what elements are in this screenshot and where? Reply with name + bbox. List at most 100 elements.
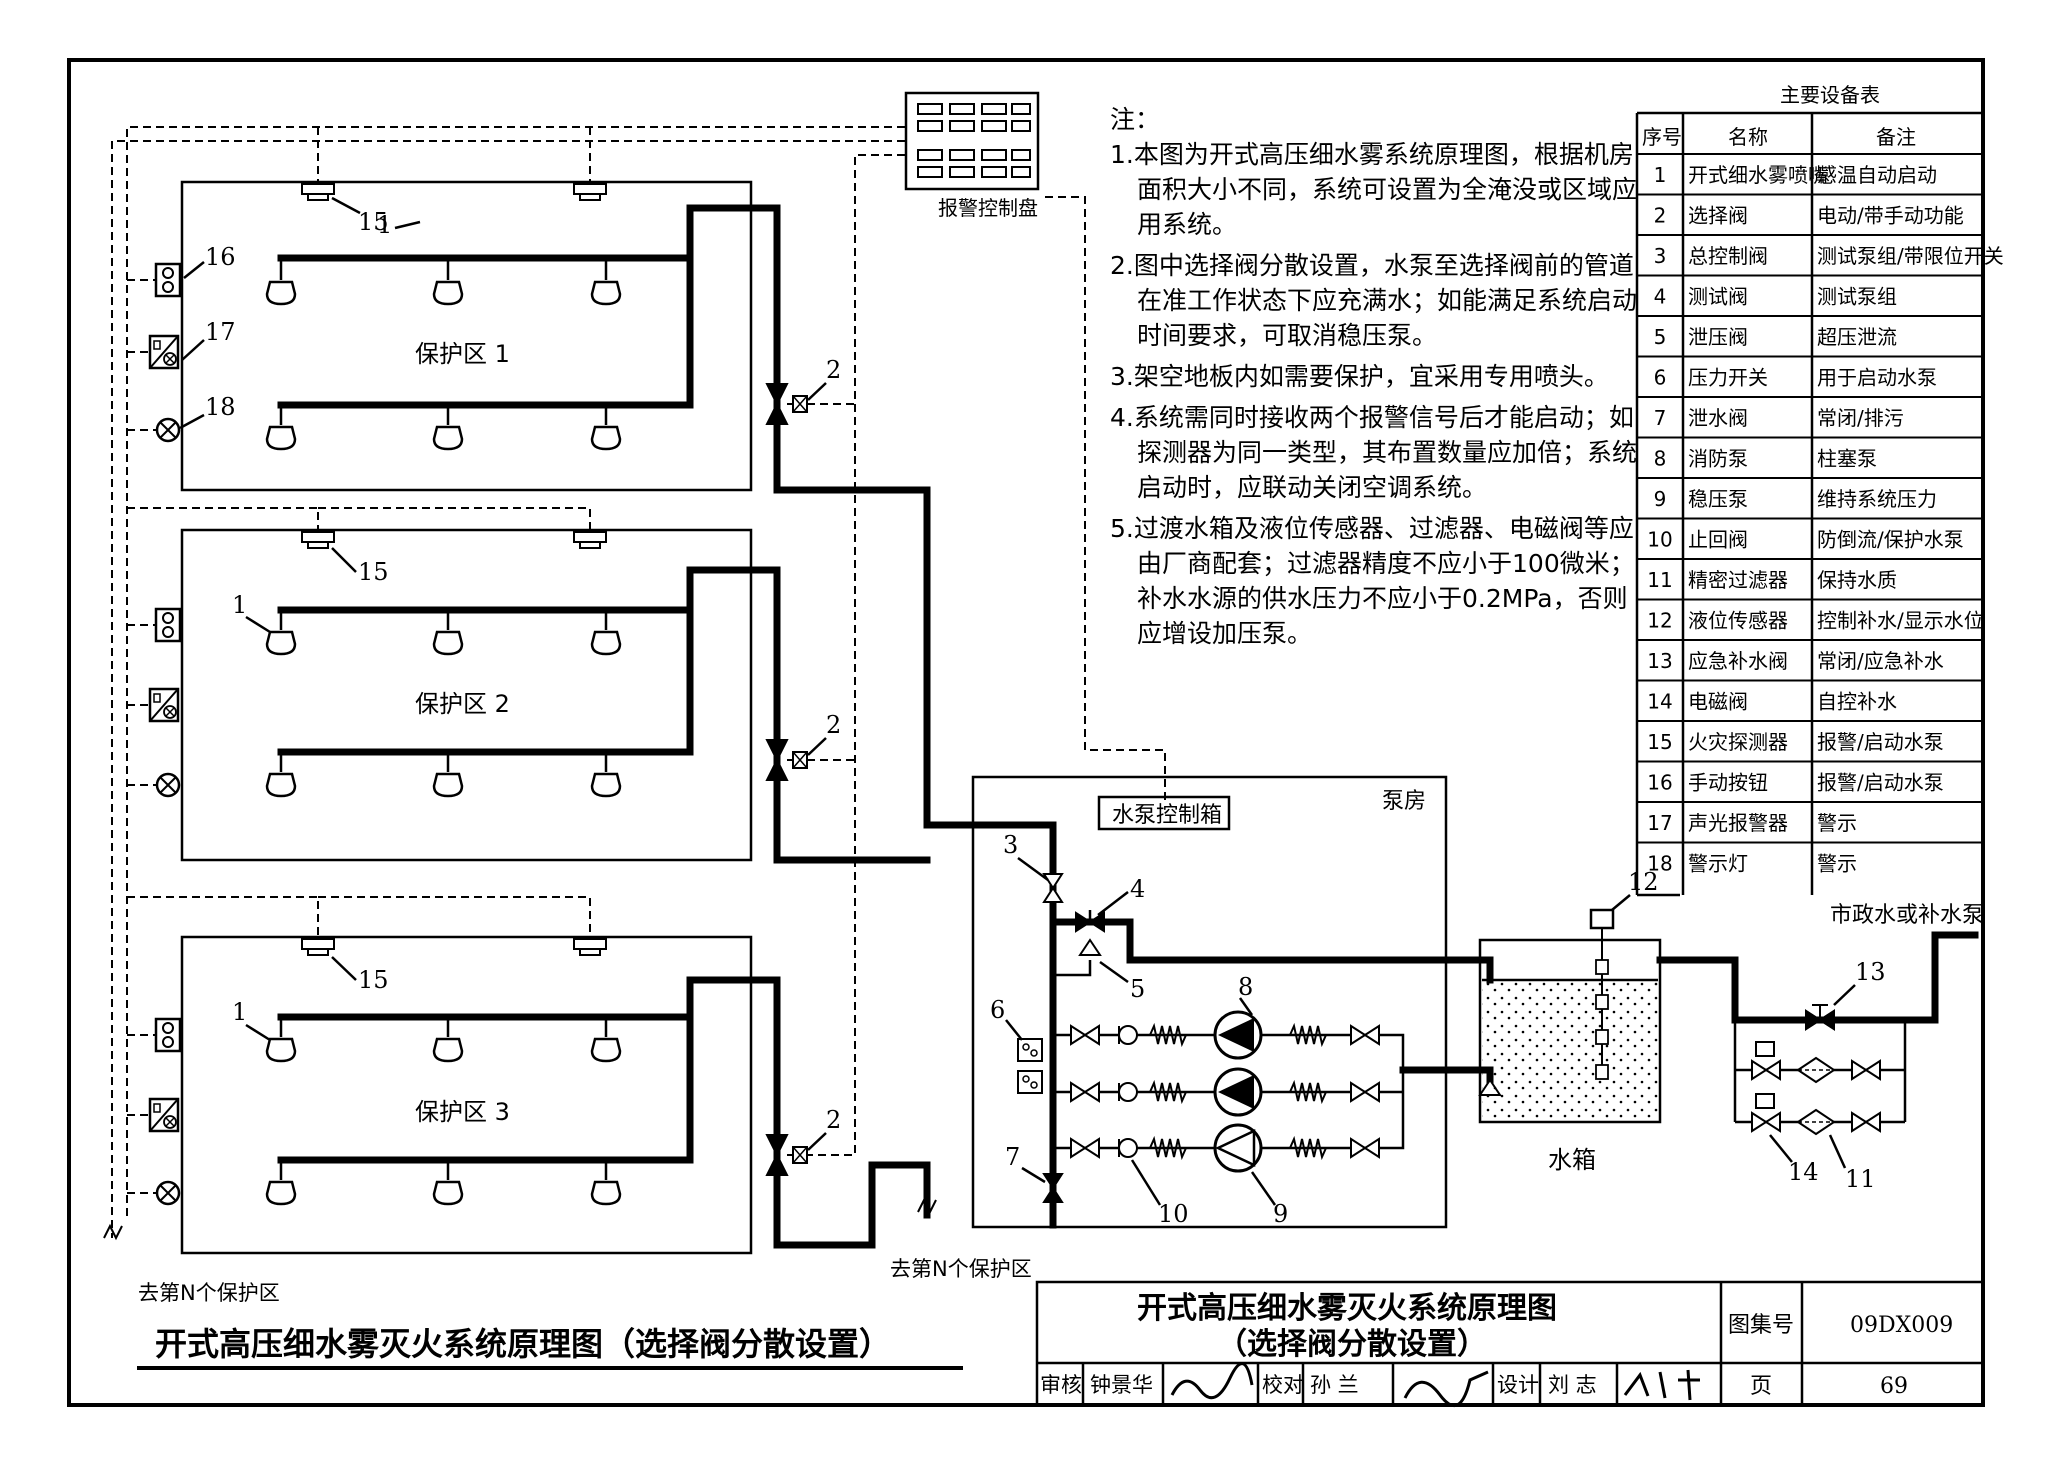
alarm-panel-label: 报警控制盘: [938, 196, 1038, 220]
table-cell-no: 18: [1647, 852, 1672, 876]
reviewer-name: 钟景华: [1090, 1373, 1153, 1397]
note-line: 时间要求，可取消稳压泵。: [1137, 321, 1437, 350]
table-cell-remark: 电动/带手动功能: [1817, 204, 1964, 228]
protection-zone-2: 保护区 2: [180, 528, 753, 862]
table-title: 主要设备表: [1780, 83, 1880, 107]
atlas-no-label: 图集号: [1728, 1313, 1794, 1338]
callout-2: 2: [826, 356, 841, 384]
table-cell-name: 压力开关: [1688, 366, 1768, 390]
signal-wiring: [111, 126, 1166, 1238]
table-cell-name: 声光报警器: [1688, 811, 1788, 835]
zone-devices: [148, 262, 182, 1206]
note-line: 3.架空地板内如需要保护，宜采用专用喷头。: [1110, 362, 1609, 391]
checker-name: 孙 兰: [1310, 1373, 1359, 1397]
callout-3: 3: [1003, 831, 1018, 859]
callout-5: 5: [1130, 975, 1145, 1003]
table-cell-no: 3: [1654, 244, 1667, 268]
callout-10: 10: [1158, 1200, 1189, 1228]
pump-room-label: 泵房: [1382, 789, 1426, 814]
callout-15: 15: [358, 966, 389, 994]
table-cell-name: 消防泵: [1688, 447, 1748, 471]
designer-signature: [1623, 1369, 1700, 1401]
table-cell-no: 11: [1647, 568, 1672, 592]
title-line-2: （选择阀分散设置）: [1217, 1327, 1487, 1362]
table-header-remark: 备注: [1876, 125, 1916, 149]
table-cell-name: 开式细水雾喷嘴: [1688, 163, 1828, 187]
table-cell-name: 电磁阀: [1688, 690, 1748, 714]
callout-6: 6: [990, 996, 1005, 1024]
table-cell-remark: 报警/启动水泵: [1817, 730, 1944, 754]
note-line: 补水水源的供水压力不应小于0.2MPa，否则: [1137, 584, 1628, 613]
supply-piping: [103, 204, 1057, 1249]
designer-name: 刘 志: [1548, 1373, 1597, 1397]
water-tank-label: 水箱: [1548, 1146, 1596, 1174]
note-line: 探测器为同一类型，其布置数量应加倍；系统: [1137, 438, 1637, 467]
table-cell-remark: 自控补水: [1817, 690, 1897, 714]
pump-room: 水泵控制箱 泵房: [971, 775, 1502, 1229]
note-line: 1.本图为开式高压细水雾系统原理图，根据机房: [1110, 140, 1634, 169]
reviewer-signature: [1170, 1362, 1254, 1400]
callout-7: 7: [1005, 1143, 1020, 1171]
alarm-control-panel: 报警控制盘: [904, 91, 1040, 220]
callout-16: 16: [205, 243, 236, 271]
callout-1: 1: [377, 211, 392, 239]
note-line: 4.系统需同时接收两个报警信号后才能启动；如: [1110, 403, 1634, 432]
note-line: 启动时，应联动关闭空调系统。: [1137, 473, 1487, 502]
callout-8: 8: [1238, 973, 1253, 1001]
table-cell-remark: 超压泄流: [1817, 325, 1897, 349]
zone-label: 保护区 1: [415, 340, 510, 368]
drawing-frame: [67, 58, 1985, 1407]
checker-label: 校对: [1262, 1373, 1304, 1397]
note-line: 在准工作状态下应充满水；如能满足系统启动: [1137, 286, 1637, 315]
table-cell-no: 2: [1654, 204, 1667, 228]
atlas-no: 09DX009: [1850, 1313, 1953, 1338]
table-cell-no: 17: [1647, 811, 1672, 835]
notes-heading: 注：: [1110, 105, 1160, 134]
table-cell-name: 测试阀: [1688, 285, 1748, 309]
table-cell-no: 9: [1654, 487, 1667, 511]
table-cell-name: 精密过滤器: [1688, 568, 1788, 592]
table-cell-name: 应急补水阀: [1688, 649, 1788, 673]
table-cell-name: 止回阀: [1688, 528, 1748, 552]
reviewer-label: 审核: [1040, 1373, 1082, 1397]
table-cell-name: 泄压阀: [1688, 325, 1748, 349]
table-cell-remark: 警示: [1817, 852, 1857, 876]
callouts: 1 1 1 2 2 2 3 4 5 8 6 7 10 9 12 13 14 11: [138, 196, 1886, 1305]
makeup-supply: 市政水或补水泵: [1656, 903, 1984, 1135]
callout-2: 2: [826, 1106, 841, 1134]
page-number: 69: [1880, 1374, 1908, 1399]
water-tank: 水箱: [1478, 908, 1662, 1174]
note-line: 5.过渡水箱及液位传感器、过滤器、电磁阀等应: [1110, 514, 1634, 543]
title-line-1: 开式高压细水雾灭火系统原理图: [1137, 1291, 1557, 1326]
callout-17: 17: [205, 318, 236, 346]
table-cell-name: 警示灯: [1688, 852, 1748, 876]
table-cell-name: 泄水阀: [1688, 406, 1748, 430]
table-header-name: 名称: [1728, 125, 1768, 149]
table-cell-no: 14: [1647, 690, 1672, 714]
designer-label: 设计: [1497, 1373, 1539, 1397]
notes-block: 注： 1.本图为开式高压细水雾系统原理图，根据机房 面积大小不同，系统可设置为全…: [1110, 105, 1637, 648]
callout-14: 14: [1788, 1158, 1819, 1186]
protection-zone-1: 保护区 1: [180, 180, 753, 492]
callout-12: 12: [1628, 868, 1659, 896]
table-cell-remark: 常闭/排污: [1817, 406, 1904, 430]
municipal-supply-label: 市政水或补水泵: [1830, 903, 1984, 928]
callout-11: 11: [1845, 1165, 1876, 1193]
table-cell-remark: 防倒流/保护水泵: [1817, 528, 1964, 552]
table-cell-no: 6: [1654, 366, 1667, 390]
table-cell-no: 12: [1647, 609, 1672, 633]
table-cell-remark: 控制补水/显示水位: [1817, 609, 1984, 633]
to-zone-n-label: 去第N个保护区: [138, 1281, 280, 1305]
table-cell-remark: 测试泵组: [1817, 285, 1897, 309]
callout-4: 4: [1130, 875, 1145, 903]
table-cell-name: 总控制阀: [1688, 244, 1768, 268]
table-cell-name: 选择阀: [1688, 204, 1748, 228]
table-cell-name: 稳压泵: [1688, 487, 1748, 511]
table-cell-name: 液位传感器: [1688, 609, 1788, 633]
note-line: 由厂商配套；过滤器精度不应小于100微米；: [1137, 549, 1635, 578]
table-cell-remark: 测试泵组/带限位开关: [1817, 244, 2004, 268]
title-block: 开式高压细水雾灭火系统原理图 （选择阀分散设置） 图集号 09DX009 页 6…: [1035, 1280, 1985, 1408]
table-cell-remark: 常闭/应急补水: [1817, 649, 1944, 673]
